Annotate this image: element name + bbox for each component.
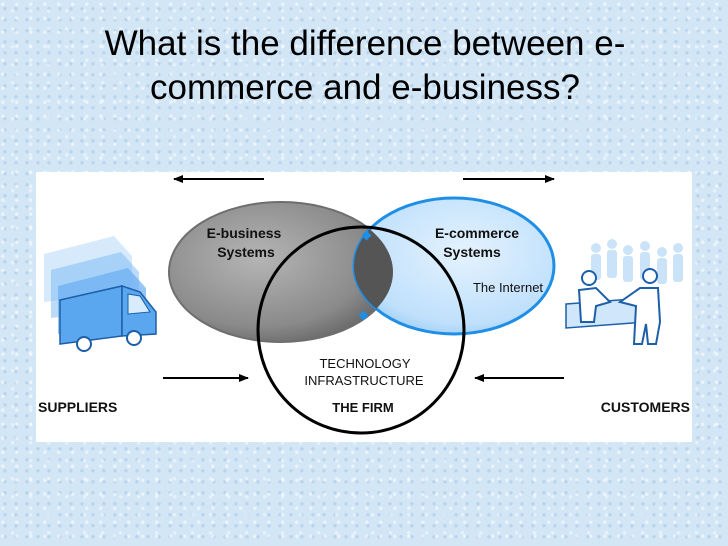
firm-label-line1: TECHNOLOGY: [319, 356, 410, 371]
internet-label: The Internet: [473, 280, 543, 295]
customers-label: CUSTOMERS: [601, 399, 690, 415]
suppliers-label: SUPPLIERS: [38, 399, 117, 415]
firm-caption: THE FIRM: [332, 400, 393, 415]
slide-title: What is the difference between e-commerc…: [104, 24, 626, 107]
ecommerce-label-line2: Systems: [443, 244, 501, 260]
customers-icon: [565, 239, 683, 345]
venn-diagram: E-business Systems E-commerce Systems Th…: [36, 172, 692, 442]
ecommerce-label-line1: E-commerce: [435, 225, 519, 241]
ebusiness-label-line2: Systems: [217, 244, 275, 260]
truck-icon: [44, 236, 157, 352]
firm-label-line2: INFRASTRUCTURE: [304, 373, 423, 388]
ebusiness-label-line1: E-business: [207, 225, 282, 241]
firm-circle: [256, 225, 466, 435]
